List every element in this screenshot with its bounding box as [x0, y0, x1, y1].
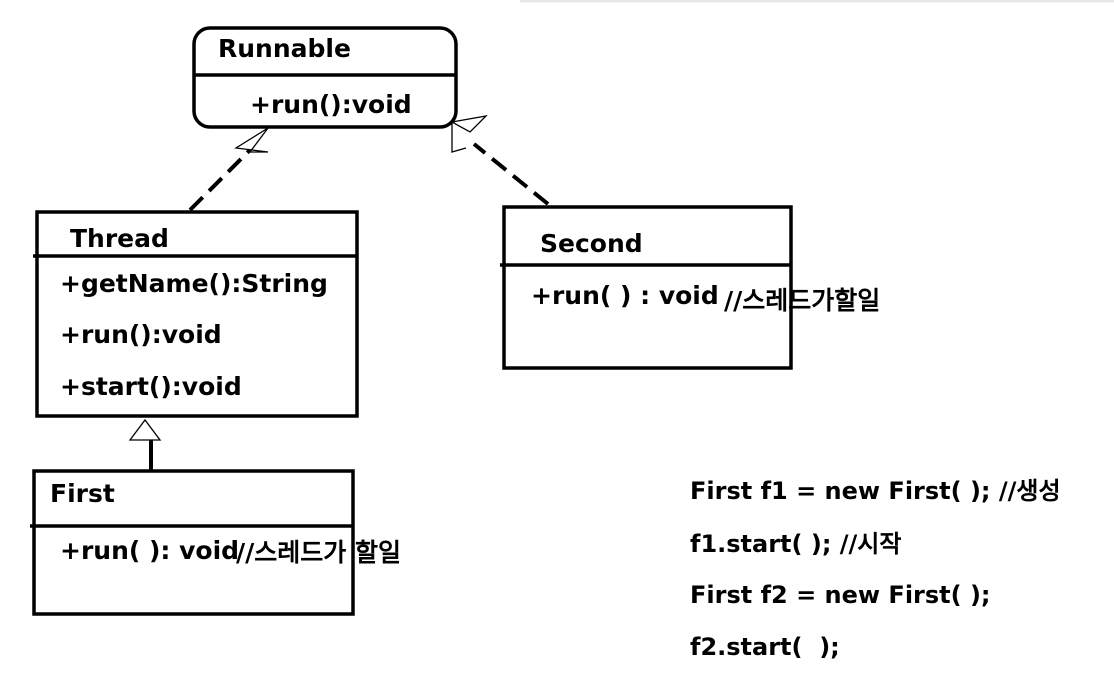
code-line-1: First f1 = new First( ); //생성	[690, 477, 1061, 505]
second-runnable-realization-line	[472, 142, 550, 206]
first-method-comment: //스레드가 할일	[236, 538, 401, 567]
runnable-class-box	[192, 26, 458, 129]
thread-class-box	[35, 210, 359, 418]
second-runnable-hollow-arrowhead	[450, 115, 488, 153]
first-class-name: First	[50, 479, 115, 508]
first-method-run: +run( ): void	[60, 536, 240, 565]
runnable-class-name: Runnable	[218, 34, 351, 63]
thread-runnable-realization-line	[188, 148, 252, 212]
runnable-method-run: +run():void	[250, 90, 412, 119]
thread-runnable-hollow-arrowhead	[234, 127, 269, 153]
code-line-4: f2.start( );	[690, 633, 840, 661]
thread-method-start: +start():void	[60, 372, 242, 401]
first-class-box	[32, 469, 355, 616]
second-class-box	[502, 205, 793, 370]
second-class-name: Second	[540, 229, 643, 258]
second-method-comment: //스레드가할일	[724, 286, 881, 315]
thread-class-name: Thread	[70, 224, 169, 253]
thread-method-run: +run():void	[60, 320, 222, 349]
first-thread-hollow-arrowhead	[128, 418, 162, 441]
code-line-2: f1.start( ); //시작	[690, 530, 902, 558]
thread-method-getname: +getName():String	[60, 269, 328, 298]
second-method-run: +run( ) : void	[531, 281, 719, 310]
code-line-3: First f2 = new First( );	[690, 581, 991, 609]
